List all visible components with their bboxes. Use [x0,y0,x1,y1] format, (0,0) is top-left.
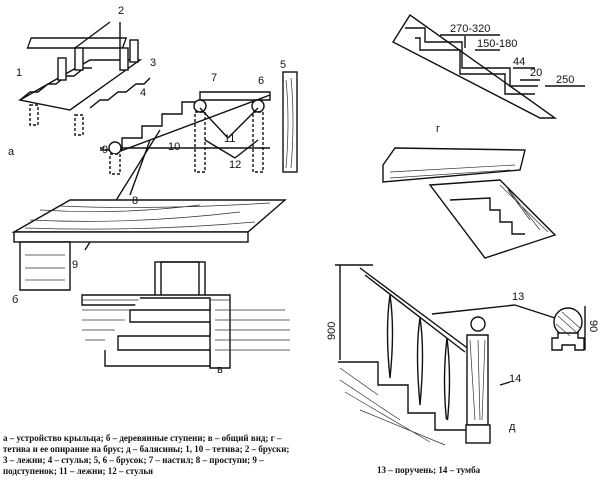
dimension-250: 250 [556,74,574,86]
figure-label-b: б [12,294,18,306]
part-label-13: 13 [512,291,524,303]
part-label-11: 11 [224,133,235,145]
caption-line: 3 – лежни; 4 – стулья; 5, 6 – брусок; 7 … [3,455,264,465]
dimension-44: 44 [513,56,525,68]
part-label-8: 8 [132,195,138,207]
part-label-4: 4 [140,87,146,99]
figure-label-d: д [509,421,516,433]
porch-general-view-drawing [81,261,290,369]
dimension-20: 20 [530,67,542,79]
porch-frame-drawing [18,21,151,136]
caption-line: а – устройство крыльца; б – деревянные с… [3,433,282,443]
dimension-tread: 270-320 [450,23,490,35]
part-label-9b: 9 [72,259,78,271]
caption-right: 13 – поручень; 14 – тумба [377,465,481,475]
part-label-3: 3 [150,57,156,69]
stringer-detail-drawing [392,14,585,119]
part-label-7: 7 [211,72,217,84]
stair-section-drawing [84,71,298,251]
part-label-9: 9 [102,144,108,156]
figure-label-a: а [8,146,15,158]
part-label-10: 10 [168,141,180,153]
part-label-2: 2 [118,5,124,17]
dimension-riser: 150-180 [477,38,517,50]
step-board-drawing [11,199,287,291]
part-label-14: 14 [509,373,521,385]
figure-label-v: в [217,364,223,376]
stair-on-beam-drawing [382,147,557,259]
part-label-1: 1 [16,67,22,79]
caption-line: подступенок; 11 – лежни; 12 – стулья [3,466,154,476]
part-label-12: 12 [229,159,241,171]
figure-label-g: г [436,123,440,135]
part-label-6: 6 [258,75,264,87]
railing-drawing [335,264,586,446]
dimension-900: 900 [326,322,338,340]
part-label-5: 5 [280,59,286,71]
caption-left: а – устройство крыльца; б – деревянные с… [3,433,333,477]
caption-line: тетива и ее опирание на брус; д – баляси… [3,444,290,454]
dimension-90: 90 [587,320,599,332]
